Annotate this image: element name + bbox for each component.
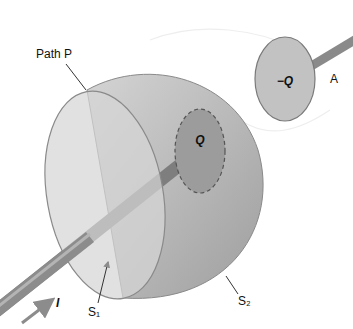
figure-label: I — [56, 296, 59, 310]
current-arrow — [22, 300, 52, 323]
figure-label: S₁ — [88, 305, 100, 319]
capacitor-plate: −Q — [254, 36, 316, 122]
figure-label: A — [330, 72, 338, 86]
leader-line — [226, 276, 238, 294]
leader-line — [66, 64, 86, 90]
figure-label: Path P — [36, 47, 72, 61]
plate-disk — [255, 37, 315, 121]
charge-label: −Q — [277, 74, 293, 88]
figure-label: S₂ — [238, 294, 251, 308]
wire — [0, 237, 90, 312]
plate-disk — [175, 109, 225, 193]
wire-highlight — [0, 234, 90, 309]
capacitor-plate: Q — [174, 108, 226, 194]
leader-line — [98, 262, 108, 303]
charge-label: Q — [195, 133, 204, 147]
plate-outline — [174, 108, 226, 194]
